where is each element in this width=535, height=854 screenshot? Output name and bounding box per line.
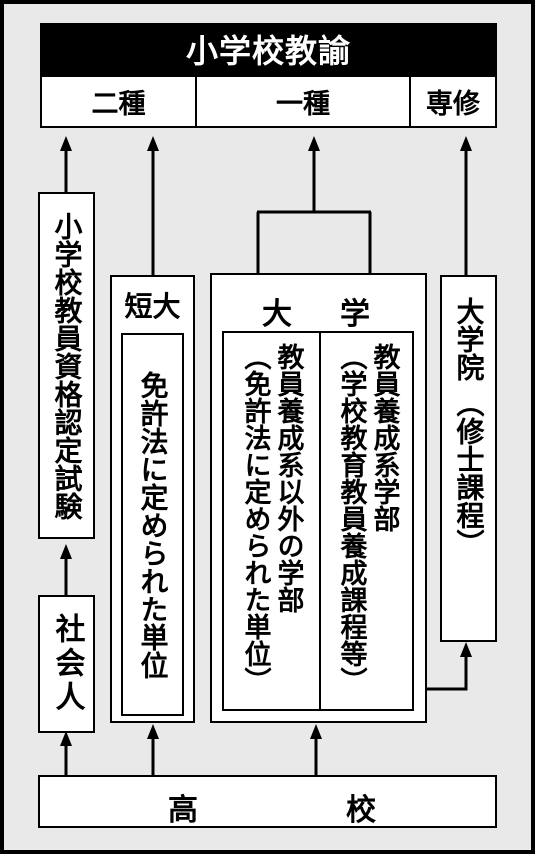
university-divider bbox=[319, 333, 321, 709]
working-adult-box: 社会人 bbox=[38, 595, 95, 733]
high-school-box: 高 校 bbox=[38, 775, 497, 828]
university-label: 大 学 bbox=[212, 289, 425, 332]
header-title: 小学校教諭 bbox=[40, 23, 497, 75]
junior-college-label: 短大 bbox=[124, 290, 181, 323]
teacher-faculty-text: 教員養成系学部 bbox=[368, 343, 400, 532]
graduate-school-sub: （修士課程） bbox=[452, 389, 486, 557]
university-right-col: 教員養成系学部 （学校教育教員養成課程等） bbox=[321, 343, 414, 703]
non-teacher-faculty-note: （免許法に定められた単位） bbox=[239, 343, 271, 694]
university-left-col: 教員養成系以外の学部 （免許法に定められた単位） bbox=[224, 343, 319, 703]
university-label-right: 学 bbox=[340, 297, 370, 332]
university-box: 大 学 教員養成系以外の学部 （免許法に定められた単位） 教員養成系学部 （学校… bbox=[210, 273, 427, 723]
university-label-left: 大 bbox=[262, 297, 292, 332]
graduate-school-box: 大学院 （修士課程） bbox=[440, 275, 497, 642]
non-teacher-faculty-text: 教員養成系以外の学部 bbox=[272, 343, 304, 613]
graduate-school-label: 大学院 bbox=[452, 297, 486, 381]
working-adult-label: 社会人 bbox=[49, 613, 85, 715]
arrow-university-to-grad bbox=[427, 655, 468, 691]
certification-exam-label: 小学校教員資格認定試験 bbox=[50, 211, 84, 520]
high-school-left: 高 bbox=[168, 793, 198, 828]
junior-college-inner-text: 免許法に定められた単位 bbox=[136, 370, 170, 679]
teacher-faculty-note: （学校教育教員養成課程等） bbox=[335, 343, 367, 694]
university-inner-box: 教員養成系以外の学部 （免許法に定められた単位） 教員養成系学部 （学校教育教員… bbox=[222, 331, 414, 711]
high-school-right: 校 bbox=[346, 793, 376, 828]
license-specialized: 専修 bbox=[409, 75, 497, 128]
junior-college-box: 短大 免許法に定められた単位 bbox=[110, 275, 195, 723]
license-class1: 一種 bbox=[195, 75, 411, 128]
certification-exam-box: 小学校教員資格認定試験 bbox=[38, 192, 95, 539]
junior-college-inner-box: 免許法に定められた単位 bbox=[121, 333, 184, 716]
